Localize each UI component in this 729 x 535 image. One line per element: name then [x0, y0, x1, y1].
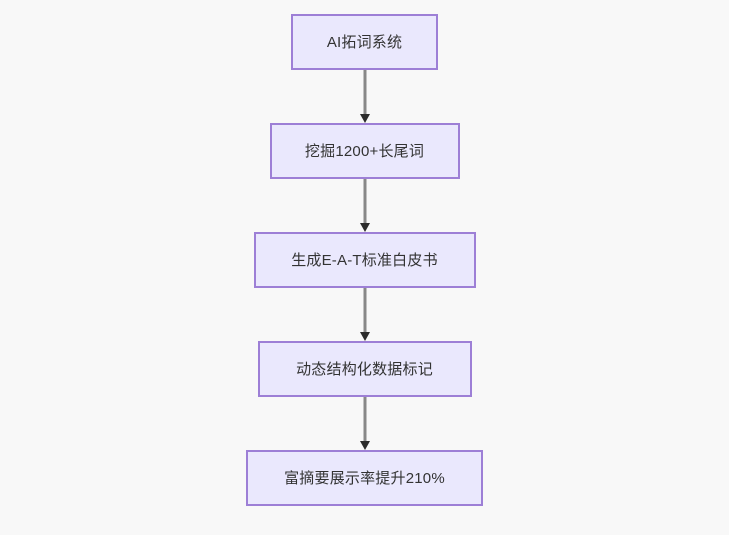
flow-node-n5[interactable]: 富摘要展示率提升210%	[246, 450, 483, 506]
flow-edge-n1-n2	[358, 70, 372, 123]
flow-node-label: 富摘要展示率提升210%	[284, 469, 445, 487]
down-arrow-icon	[359, 114, 370, 123]
flow-node-n3[interactable]: 生成E-A-T标准白皮书	[253, 232, 476, 288]
flow-edge-n4-n5	[358, 397, 372, 450]
flow-node-label: 挖掘1200+长尾词	[304, 142, 425, 160]
flow-node-label: AI拓词系统	[326, 33, 403, 51]
edge-line	[363, 70, 366, 115]
edge-line	[363, 397, 366, 442]
flow-node-n4[interactable]: 动态结构化数据标记	[257, 341, 472, 397]
edge-line	[363, 179, 366, 224]
flow-node-label: 生成E-A-T标准白皮书	[291, 251, 438, 269]
flow-node-n2[interactable]: 挖掘1200+长尾词	[269, 123, 460, 179]
down-arrow-icon	[359, 332, 370, 341]
flow-edge-n2-n3	[358, 179, 372, 232]
flow-node-label: 动态结构化数据标记	[296, 360, 433, 378]
down-arrow-icon	[359, 441, 370, 450]
edge-line	[363, 288, 366, 333]
flow-edge-n3-n4	[358, 288, 372, 341]
flow-node-n1[interactable]: AI拓词系统	[291, 14, 438, 70]
down-arrow-icon	[359, 223, 370, 232]
